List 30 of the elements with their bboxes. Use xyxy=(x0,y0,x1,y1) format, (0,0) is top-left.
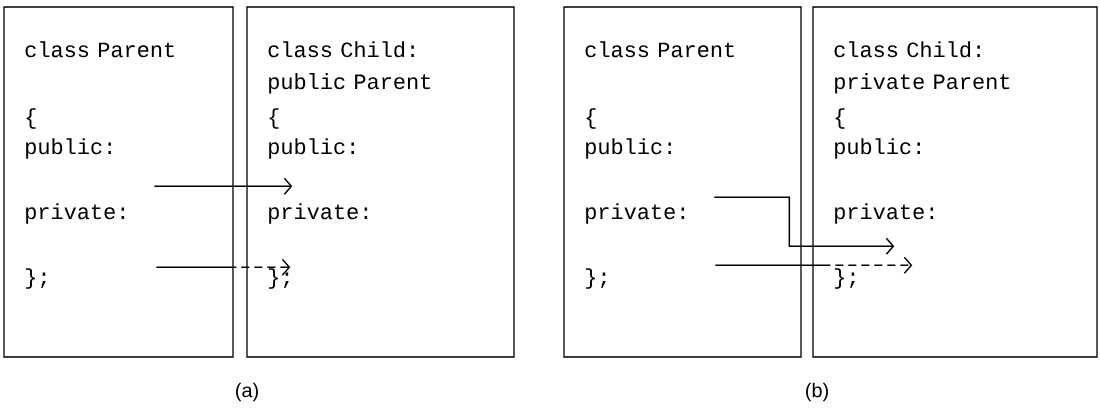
arrow xyxy=(155,258,291,277)
code-text: private: xyxy=(26,203,125,224)
code-text: private: xyxy=(586,203,685,224)
code-text: }; xyxy=(269,268,289,289)
code-text: { xyxy=(269,108,279,129)
code-text: class Child: private Parent xyxy=(834,41,1010,94)
code-text: { xyxy=(835,108,845,129)
code-text: }; xyxy=(835,268,855,289)
code-text: { xyxy=(26,108,36,129)
panel-label: (b) xyxy=(806,382,828,402)
code-text: private: xyxy=(269,203,368,224)
code-text: class Parent xyxy=(585,41,734,58)
arrow xyxy=(713,196,895,256)
code-text: public: xyxy=(835,138,920,159)
class-box xyxy=(812,6,1098,358)
class-box xyxy=(563,6,802,358)
arrow xyxy=(714,256,913,275)
class-box xyxy=(3,6,234,358)
code-text: public: xyxy=(586,138,671,159)
code-text: private: xyxy=(835,203,934,224)
code-text: { xyxy=(586,108,596,129)
panel-label: (a) xyxy=(236,382,258,402)
arrow xyxy=(153,177,293,196)
class-box xyxy=(246,6,515,358)
code-text: }; xyxy=(26,268,46,289)
code-text: public: xyxy=(26,138,111,159)
code-text: public: xyxy=(269,138,354,159)
code-text: class Child: public Parent xyxy=(268,41,431,94)
code-text: }; xyxy=(586,268,606,289)
code-text: class Parent xyxy=(25,41,174,58)
